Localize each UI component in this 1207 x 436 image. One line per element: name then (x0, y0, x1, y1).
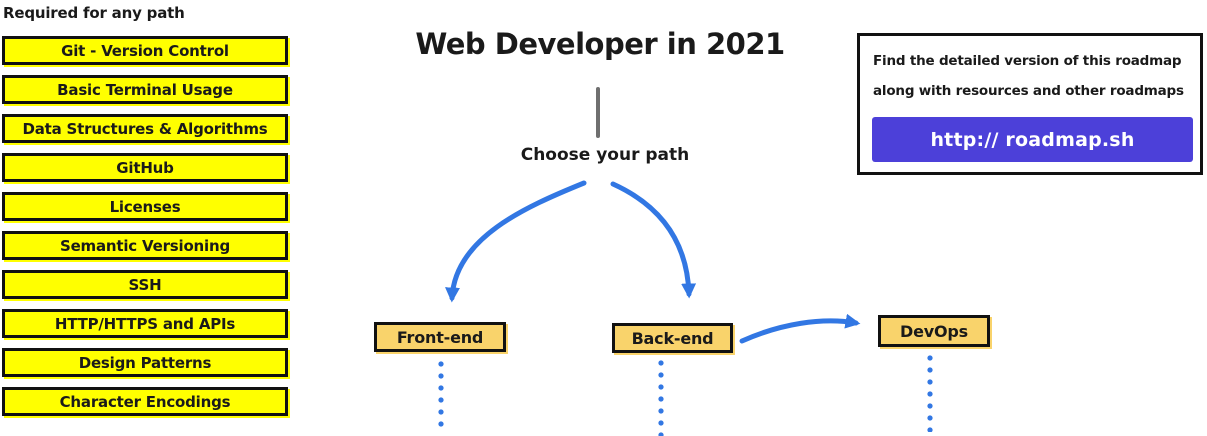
dotted-line-backend (658, 360, 664, 436)
dotted-line-devops (927, 355, 933, 432)
topic-box-design-patterns[interactable]: Design Patterns (2, 348, 288, 377)
topic-box-data-structures[interactable]: Data Structures & Algorithms (2, 114, 288, 143)
topic-box-git[interactable]: Git - Version Control (2, 36, 288, 65)
path-box-frontend[interactable]: Front-end (374, 322, 506, 352)
title-stem-line (596, 87, 600, 138)
path-box-devops[interactable]: DevOps (878, 315, 990, 347)
info-text-line2: along with resources and other roadmaps (873, 83, 1184, 99)
arrow-to-backend (610, 181, 697, 299)
arrow-to-frontend (445, 180, 587, 303)
topic-box-licenses[interactable]: Licenses (2, 192, 288, 221)
roadmap-info-box: Find the detailed version of this roadma… (857, 33, 1203, 175)
path-box-backend[interactable]: Back-end (612, 323, 733, 353)
topic-box-github[interactable]: GitHub (2, 153, 288, 182)
roadmap-url-button[interactable]: http:// roadmap.sh (872, 117, 1193, 162)
required-path-heading: Required for any path (3, 4, 185, 22)
dotted-line-frontend (438, 361, 444, 432)
choose-path-label: Choose your path (520, 145, 690, 165)
arrow-backend-to-devops (739, 313, 861, 344)
topic-box-ssh[interactable]: SSH (2, 270, 288, 299)
topic-box-character-encodings[interactable]: Character Encodings (2, 387, 288, 416)
info-text-line1: Find the detailed version of this roadma… (873, 53, 1182, 69)
page-title: Web Developer in 2021 (415, 27, 785, 61)
topic-box-semver[interactable]: Semantic Versioning (2, 231, 288, 260)
topic-box-terminal[interactable]: Basic Terminal Usage (2, 75, 288, 104)
topic-box-http-apis[interactable]: HTTP/HTTPS and APIs (2, 309, 288, 338)
